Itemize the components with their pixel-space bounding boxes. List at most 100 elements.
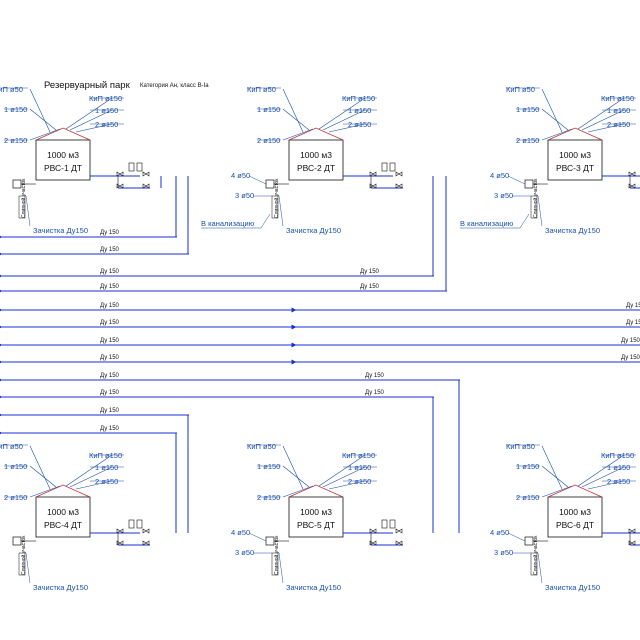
nozzle-line [69, 109, 113, 131]
tank-body [288, 139, 344, 181]
nozzle-line [328, 123, 366, 133]
pipe-label: Ду 150 [100, 355, 120, 361]
tank-body [547, 496, 603, 538]
nozzle-line [29, 88, 51, 133]
nozzle-label-2-left: 2 ø150 [516, 493, 539, 502]
nozzle-line [29, 128, 61, 141]
nozzle-label-4: 4 ø50 [231, 171, 250, 180]
diagram-category: Категория Ан, класс В-Iа [140, 83, 209, 89]
nozzle-label-kip50: КиП ø50 [0, 85, 23, 94]
sampler-label: Сливной участок [273, 535, 280, 575]
cleaning-label: Зачистка Ду150 [286, 583, 341, 592]
nozzle-label-kip150: КиП ø150 [342, 451, 375, 460]
nozzle-line [322, 466, 366, 488]
valve [628, 183, 636, 189]
valve [369, 171, 377, 177]
nozzle-label-1-right: 1 ø150 [348, 106, 371, 115]
tank-name: РВС-5 ДТ [297, 520, 335, 530]
nozzle-line [318, 454, 366, 487]
nozzle-line [541, 445, 563, 490]
pipe-row-12: Ду 150 [0, 426, 177, 533]
nozzle-label-3: 3 ø50 [494, 548, 513, 557]
valve [116, 171, 124, 177]
tank-roof [35, 484, 91, 498]
nozzle-label-kip150: КиП ø150 [601, 94, 634, 103]
pipe-label: Ду 150 [365, 390, 385, 396]
filter-element [136, 162, 143, 172]
leader-line [278, 552, 284, 584]
nozzle-line [29, 108, 57, 131]
nozzle-label-4: 4 ø50 [231, 528, 250, 537]
nozzle-label-1-right: 1 ø150 [95, 106, 118, 115]
nozzle-line [282, 445, 304, 490]
pipe-label: Ду 150 [100, 338, 120, 344]
nozzle-line [541, 485, 573, 498]
valve [369, 540, 377, 546]
instrument-box [524, 179, 534, 189]
pipe-label: Ду 150 [621, 338, 640, 344]
nozzle-line [587, 480, 625, 490]
leader-line [507, 175, 526, 185]
nozzle-label-kip50: КиП ø50 [506, 85, 535, 94]
valve [395, 183, 403, 189]
nozzle-label-2-right: 2 ø150 [348, 477, 371, 486]
tank-roof [288, 484, 344, 498]
tank-body [35, 139, 91, 181]
nozzle-line [75, 480, 113, 490]
instrument-box [12, 179, 22, 189]
nozzle-label-1-left: 1 ø150 [516, 462, 539, 471]
nozzle-label-1-right: 1 ø150 [95, 463, 118, 472]
valve [116, 528, 124, 534]
leader-line [537, 195, 543, 227]
valve [116, 183, 124, 189]
nozzle-line [282, 88, 304, 133]
sampler-label: Сливной участок [532, 178, 539, 218]
pipe-row-7: Ду 150 Ду 150 [0, 338, 640, 348]
nozzle-label-1-left: 1 ø150 [257, 105, 280, 114]
nozzle-label-2-right: 2 ø150 [95, 120, 118, 129]
cleaning-label: Зачистка Ду150 [545, 226, 600, 235]
pipe-label: Ду 150 [100, 408, 120, 414]
valve [369, 528, 377, 534]
tank-volume: 1000 м3 [300, 507, 332, 517]
instrument-box [265, 179, 275, 189]
nozzle-label-1-left: 1 ø150 [257, 462, 280, 471]
nozzle-label-1-right: 1 ø150 [348, 463, 371, 472]
pipe-row-11: Ду 150 [0, 408, 189, 533]
tank-roof [547, 127, 603, 141]
sampler-box [530, 195, 538, 219]
valve [369, 183, 377, 189]
tank-volume: 1000 м3 [300, 150, 332, 160]
sampler-box [271, 195, 279, 219]
nozzle-line [541, 88, 563, 133]
leader-line [278, 195, 284, 227]
valve [142, 540, 150, 546]
tank-volume: 1000 м3 [47, 150, 79, 160]
nozzle-line [541, 128, 573, 141]
nozzle-label-2-left: 2 ø150 [516, 136, 539, 145]
sampler-box [18, 195, 26, 219]
leader-line [248, 532, 267, 542]
valve [142, 171, 150, 177]
nozzle-line [577, 97, 625, 130]
nozzle-line [322, 109, 366, 131]
leader-line [260, 213, 271, 229]
valve [395, 528, 403, 534]
valve [116, 540, 124, 546]
nozzle-line [65, 97, 113, 130]
pipe-label: Ду 150 [100, 284, 120, 290]
tank-body [35, 496, 91, 538]
tank-volume: 1000 м3 [559, 150, 591, 160]
filter-element [128, 162, 135, 172]
instrument-box [265, 536, 275, 546]
leader-line [25, 552, 31, 584]
nozzle-label-kip50: КиП ø50 [247, 85, 276, 94]
nozzle-line [282, 485, 314, 498]
nozzle-line [282, 465, 310, 488]
